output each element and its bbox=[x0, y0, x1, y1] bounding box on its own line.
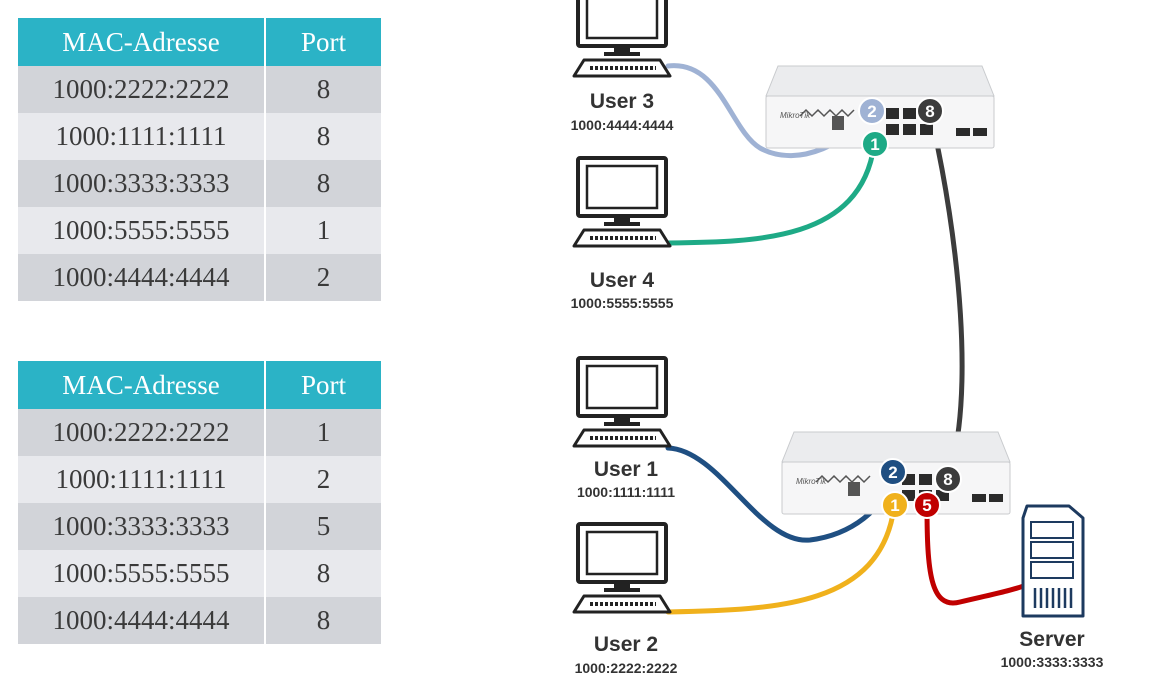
mac-cell: 1000:3333:3333 bbox=[18, 503, 266, 550]
table-row: 1000:5555:5555 1 bbox=[18, 207, 381, 254]
header-port: Port bbox=[265, 18, 381, 66]
header-port: Port bbox=[265, 361, 381, 409]
port-number: 2 bbox=[888, 463, 897, 482]
port-badge-top-2: 2 bbox=[858, 97, 886, 125]
mac-cell: 1000:1111:1111 bbox=[18, 456, 266, 503]
port-number: 5 bbox=[922, 496, 931, 515]
mac-cell: 1000:3333:3333 bbox=[18, 160, 266, 207]
port-cell: 2 bbox=[265, 254, 381, 301]
port-badge-bottom-1: 1 bbox=[881, 491, 909, 519]
switch-brand-label: MikroTik bbox=[780, 111, 811, 120]
cable-user2 bbox=[665, 505, 897, 615]
port-number: 2 bbox=[867, 102, 876, 121]
table-row: 1000:1111:1111 8 bbox=[18, 113, 381, 160]
port-cell: 8 bbox=[265, 550, 381, 597]
table-row: 1000:2222:2222 8 bbox=[18, 66, 381, 113]
header-mac: MAC-Adresse bbox=[18, 361, 266, 409]
port-cell: 8 bbox=[265, 113, 381, 160]
port-cell: 2 bbox=[265, 456, 381, 503]
switch-bottom: MikroTik bbox=[781, 431, 1011, 515]
port-cell: 1 bbox=[265, 207, 381, 254]
table-header-row: MAC-Adresse Port bbox=[18, 18, 381, 66]
switch-top: MikroTik bbox=[765, 65, 995, 149]
port-badge-bottom-2: 2 bbox=[879, 458, 907, 486]
switch-brand-label: MikroTik bbox=[796, 477, 827, 486]
port-cell: 1 bbox=[265, 409, 381, 456]
cable-server bbox=[924, 502, 1029, 606]
port-number: 8 bbox=[925, 102, 934, 121]
mac-cell: 1000:4444:4444 bbox=[18, 254, 266, 301]
user4-computer-icon bbox=[572, 156, 672, 248]
mac-table-top: MAC-Adresse Port 1000:2222:2222 8 1000:1… bbox=[18, 18, 381, 301]
port-number: 1 bbox=[870, 135, 879, 154]
port-badge-top-1: 1 bbox=[861, 130, 889, 158]
user4-mac: 1000:5555:5555 bbox=[571, 295, 674, 311]
cable-uplink bbox=[927, 109, 965, 481]
header-mac: MAC-Adresse bbox=[18, 18, 266, 66]
user1-computer-icon bbox=[572, 356, 672, 448]
table-row: 1000:4444:4444 2 bbox=[18, 254, 381, 301]
mac-table-bottom: MAC-Adresse Port 1000:2222:2222 1 1000:1… bbox=[18, 361, 381, 644]
mac-cell: 1000:2222:2222 bbox=[18, 409, 266, 456]
mac-cell: 1000:5555:5555 bbox=[18, 207, 266, 254]
mac-cell: 1000:4444:4444 bbox=[18, 597, 266, 644]
port-cell: 8 bbox=[265, 160, 381, 207]
table-row: 1000:5555:5555 8 bbox=[18, 550, 381, 597]
port-cell: 8 bbox=[265, 597, 381, 644]
port-badge-bottom-8: 8 bbox=[934, 465, 962, 493]
mac-cell: 1000:5555:5555 bbox=[18, 550, 266, 597]
table-row: 1000:2222:2222 1 bbox=[18, 409, 381, 456]
user3-computer-icon bbox=[572, 0, 672, 78]
user2-mac: 1000:2222:2222 bbox=[575, 660, 678, 676]
user3-label: User 3 bbox=[590, 90, 654, 113]
table-row: 1000:3333:3333 5 bbox=[18, 503, 381, 550]
port-cell: 8 bbox=[265, 66, 381, 113]
server-mac: 1000:3333:3333 bbox=[1001, 654, 1104, 670]
port-number: 1 bbox=[890, 496, 899, 515]
user4-label: User 4 bbox=[590, 269, 655, 292]
table-row: 1000:4444:4444 8 bbox=[18, 597, 381, 644]
port-badge-top-8: 8 bbox=[916, 97, 944, 125]
table-row: 1000:1111:1111 2 bbox=[18, 456, 381, 503]
port-badge-bottom-5: 5 bbox=[913, 491, 941, 519]
cable-user4 bbox=[665, 143, 877, 246]
mac-cell: 1000:2222:2222 bbox=[18, 66, 266, 113]
user3-mac: 1000:4444:4444 bbox=[571, 117, 674, 133]
table-header-row: MAC-Adresse Port bbox=[18, 361, 381, 409]
mac-cell: 1000:1111:1111 bbox=[18, 113, 266, 160]
user2-label: User 2 bbox=[594, 633, 658, 656]
port-cell: 5 bbox=[265, 503, 381, 550]
table-row: 1000:3333:3333 8 bbox=[18, 160, 381, 207]
server-label: Server bbox=[1019, 628, 1084, 651]
user1-mac: 1000:1111:1111 bbox=[577, 484, 675, 500]
user1-label: User 1 bbox=[594, 458, 659, 481]
port-number: 8 bbox=[943, 470, 952, 489]
server-icon bbox=[1021, 504, 1085, 618]
user2-computer-icon bbox=[572, 522, 672, 614]
